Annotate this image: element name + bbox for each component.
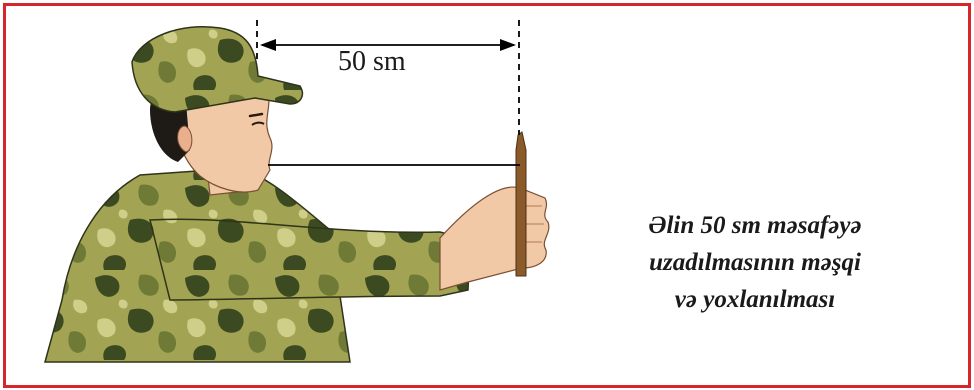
- distance-label: 50 sm: [338, 46, 406, 77]
- soldier-cap: [131, 26, 304, 113]
- soldier-hand: [439, 186, 550, 291]
- figure-caption: Əlin 50 sm məsafəyə uzadılmasının məşqi …: [600, 207, 910, 318]
- measuring-stick: [515, 131, 527, 277]
- soldier-arm: [149, 218, 471, 301]
- caption-line-2: uzadılmasının məşqi: [649, 249, 861, 276]
- caption-line-1: Əlin 50 sm məsafəyə: [648, 212, 862, 239]
- caption-line-3: və yoxlanılması: [674, 286, 836, 313]
- dimension-arrow: [260, 39, 516, 51]
